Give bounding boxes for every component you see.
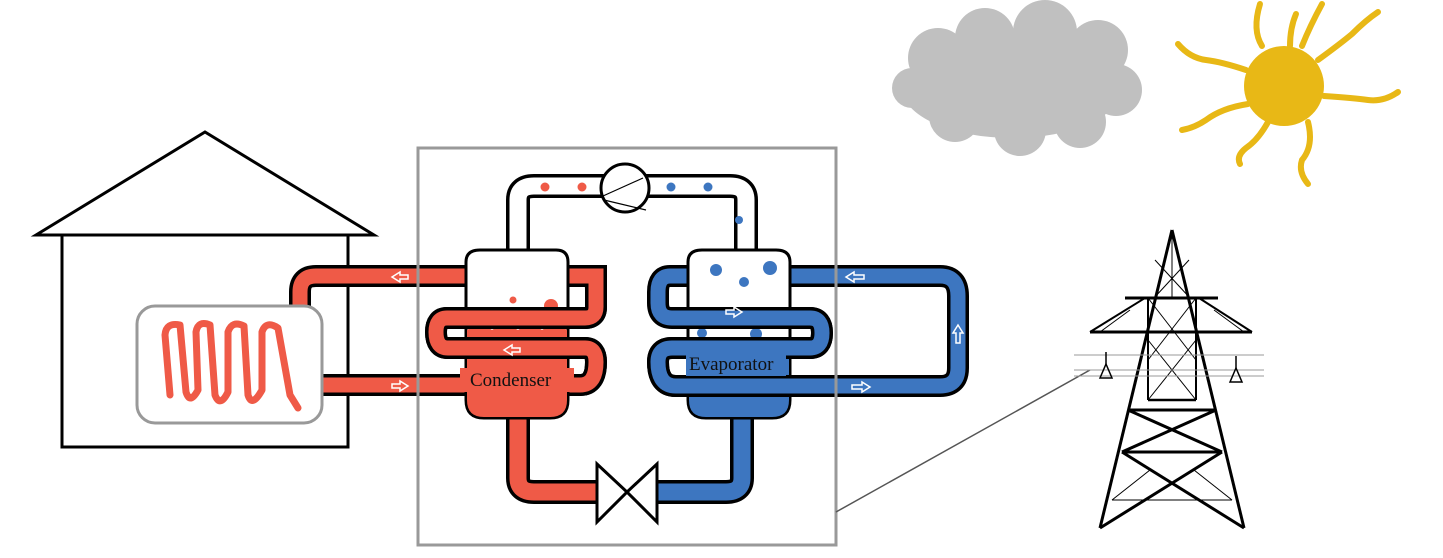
arrow-up-icon [951,323,965,344]
arrow-left-icon [844,270,865,284]
sun-icon [1175,1,1401,187]
evaporator-label: Evaporator [689,354,774,375]
evaporator: Evaporator [646,248,834,420]
condenser: Condenser [424,248,608,420]
power-pylon-icon [1074,229,1264,530]
arrow-right-icon [851,380,872,394]
flow-arrows [390,270,965,394]
arrow-left-icon [390,270,409,284]
arrow-right-icon [391,379,410,393]
condenser-label: Condenser [470,370,552,391]
refrigerant-liquid-line [506,412,754,504]
arrow-right-icon [725,305,744,319]
expansion-valve-icon [595,460,659,526]
radiator-icon [135,304,324,425]
heat-pump-unit-frame [416,146,838,547]
power-cable [835,369,1091,513]
compressor-icon [599,162,651,214]
cloud-icon [892,0,1142,156]
arrow-left-icon [502,343,521,357]
